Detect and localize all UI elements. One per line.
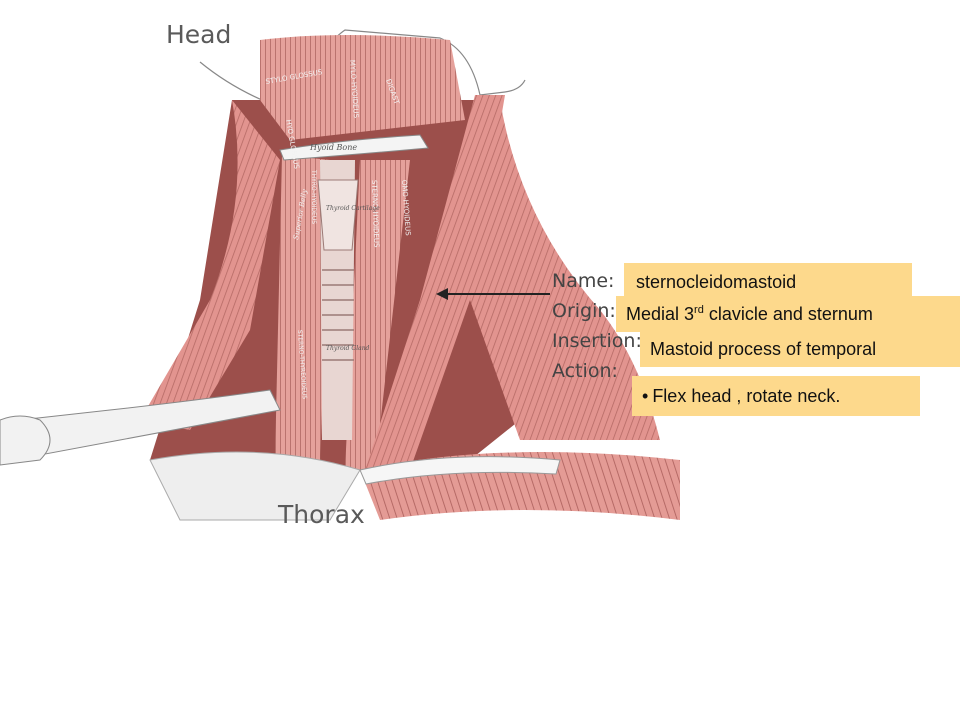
suprahyoid-muscles	[260, 35, 465, 140]
label-omo-hyoideus: OMO-HYOIDEUS	[400, 180, 412, 237]
pointer-arrowhead	[436, 288, 448, 300]
thyroid-cartilage	[317, 179, 359, 251]
label-thyroid-cartilage: Thyroid Cartilage	[326, 205, 380, 212]
right-trapezius-muscle	[470, 100, 660, 440]
right-sternohyoid-muscle	[345, 160, 410, 470]
label-sterno-hyoideus: STERNO-HYOIDEUS	[370, 180, 380, 248]
name-field-label: Name:	[552, 270, 615, 292]
insertion-field-label: Insertion:	[552, 330, 642, 352]
right-clavicle	[359, 456, 561, 485]
bullet-icon: •	[642, 385, 649, 406]
sternocleidomastoid-muscle	[365, 95, 505, 470]
thorax-region-label: Thorax	[278, 500, 365, 529]
hyoid-bone	[279, 134, 429, 161]
label-thyro-hyoideus: THYRO-HYOIDEUS	[310, 169, 317, 224]
left-clavicle	[19, 389, 281, 456]
name-answer-box: sternocleidomastoid	[624, 263, 912, 301]
head-region-label: Head	[166, 20, 232, 49]
left-scalene-muscle	[140, 100, 280, 430]
action-field-label: Action:	[552, 360, 618, 382]
label-thyroid-gland: Thyroid Gland	[326, 345, 370, 352]
left-shoulder-bone	[0, 415, 51, 466]
action-answer-text: Flex head , rotate neck.	[652, 385, 841, 406]
origin-answer-text: Medial 3rd clavicle and sternum	[626, 303, 873, 324]
tracheal-rings	[322, 269, 354, 361]
action-answer-box: • Flex head , rotate neck.	[632, 376, 920, 416]
name-answer-text: sternocleidomastoid	[636, 271, 797, 292]
insertion-answer-text: Mastoid process of temporal	[650, 338, 877, 359]
insertion-answer-box: Mastoid process of temporal	[640, 331, 960, 367]
jaw-outline	[199, 29, 526, 101]
origin-answer-box: Medial 3rd clavicle and sternum	[616, 296, 960, 332]
label-hyoid-bone: Hyoid Bone	[309, 143, 357, 152]
left-sternohyoid-muscle	[275, 155, 330, 470]
label-sterno-thyreoideus: STERNO-THYREOIDEUS	[296, 330, 308, 400]
origin-field-label: Origin:	[552, 300, 616, 322]
